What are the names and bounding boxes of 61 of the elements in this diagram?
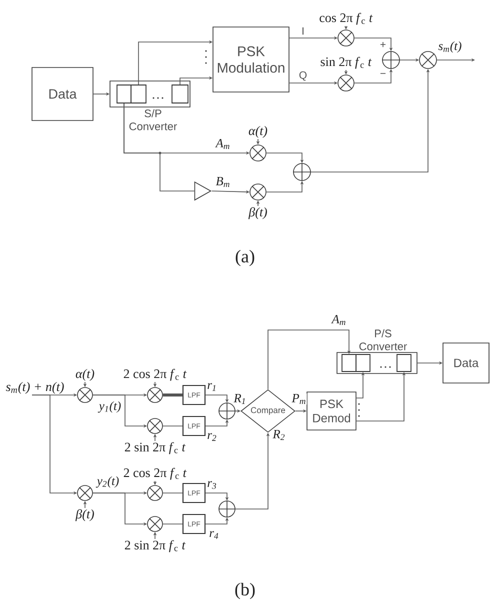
multiplier-symbol <box>147 485 163 501</box>
carrier-label: sin 2π f$_{c}$ t <box>320 56 372 69</box>
demodulator-box: PSK Demod <box>306 392 356 430</box>
connector-line <box>124 103 195 192</box>
register-cell <box>130 84 146 104</box>
edge-label: r$_{3}$ <box>206 480 218 490</box>
adder-symbol <box>218 402 236 420</box>
edge-label: s$_{m}$(t) <box>438 40 462 54</box>
connector-line <box>162 394 182 396</box>
edge-label: Q <box>298 70 308 82</box>
converter-box: S/P Converter <box>110 80 190 130</box>
modulator-box: PSK Modulation <box>212 26 290 92</box>
connector-line <box>162 492 183 494</box>
multiplier-symbol <box>338 74 354 92</box>
adder-symbol <box>382 50 400 70</box>
register-cell <box>172 84 188 104</box>
multiplier-symbol <box>147 387 163 403</box>
multiplier-symbol <box>419 51 437 69</box>
signal-label: α(t) <box>76 369 94 381</box>
signal-label: β(t) <box>248 207 267 220</box>
adder-symbol <box>218 500 236 518</box>
carrier-label: cos 2π f$_{c}$ t <box>320 12 373 25</box>
register-cell <box>396 354 412 372</box>
edge-label: r$_{4}$ <box>208 530 220 540</box>
multiplier-symbol <box>77 485 93 501</box>
node-label: S/P Converter <box>129 109 177 130</box>
converter-box: P/S Converter <box>336 329 418 374</box>
register-cell <box>116 84 132 104</box>
adder-symbol <box>292 162 312 182</box>
edge-label: r$_{1}$ <box>206 382 218 392</box>
edge-label: A$_{m}$ <box>331 314 347 326</box>
carrier-label: 2 cos 2π f$_{c}$ t <box>124 468 187 480</box>
data-box: Data <box>442 342 490 384</box>
multiplier-symbol <box>77 387 93 403</box>
edge-label: − <box>379 72 387 78</box>
signal-label: α(t) <box>248 126 268 138</box>
panel-label: (a) <box>236 250 254 266</box>
edge-label: P$_{m}$ <box>291 393 307 405</box>
signal-label: β(t) <box>75 509 94 522</box>
edge-label: y$_{2}$(t) <box>96 476 120 488</box>
multiplier-symbol <box>250 184 266 200</box>
multiplier-symbol <box>147 418 163 434</box>
panel-label: (b) <box>235 582 255 600</box>
edge-label: r$_{2}$ <box>206 432 218 442</box>
edge-label: I <box>300 26 306 36</box>
multiplier-symbol <box>147 516 163 532</box>
carrier-label: 2 cos 2π f$_{c}$ t <box>124 368 187 381</box>
node-label: P/S Converter <box>359 329 407 350</box>
register-cell <box>356 354 370 372</box>
edge-label: A$_{m}$ <box>215 138 231 150</box>
data-box: Data <box>32 67 94 121</box>
signal-label: s$_{m}$(t) + n(t) <box>6 382 64 394</box>
edge-label: + <box>379 41 387 49</box>
multiplier-symbol <box>250 144 266 162</box>
arrow <box>268 330 351 390</box>
carrier-label: 2 sin 2π f$_{c}$ t <box>124 442 186 454</box>
register-cell <box>342 354 356 372</box>
edge-label: y$_{1}$(t) <box>98 400 122 414</box>
carrier-label: 2 sin 2π f$_{c}$ t <box>124 540 186 552</box>
multiplier-symbol <box>338 30 354 46</box>
edge-label: B$_{m}$ <box>215 176 231 188</box>
